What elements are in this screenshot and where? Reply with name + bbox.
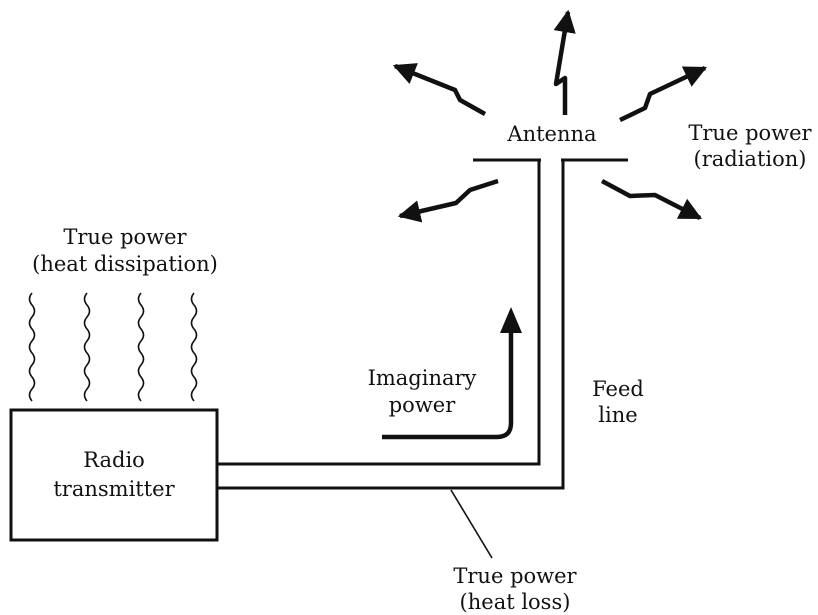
radiation-label-line1: True power	[688, 121, 812, 145]
zigzag-arrow-icon	[619, 65, 708, 123]
heat-loss-label-line1: True power	[453, 564, 577, 588]
radiation-label-line2: (radiation)	[693, 147, 807, 171]
feed-line-label-line2: line	[598, 403, 638, 427]
wavy-heat-line-icon	[190, 292, 198, 402]
imaginary-power-arrow-icon	[382, 332, 514, 440]
transmitter-label-line2: transmitter	[53, 477, 175, 501]
feed-line-conductor-inner	[217, 160, 541, 466]
zigzag-arrow-icon	[397, 178, 499, 223]
zigzag-arrow-icon	[553, 9, 576, 115]
feed-line-label-line1: Feed	[592, 377, 644, 401]
antenna-label: Antenna	[507, 122, 597, 146]
wavy-heat-line-icon	[28, 292, 36, 402]
feed-line-conductor-outer	[217, 160, 565, 490]
wavy-heat-line-icon	[83, 292, 91, 402]
heat-loss-leader	[450, 489, 493, 559]
zigzag-arrow-icon	[600, 179, 703, 221]
imaginary-power-label-line1: Imaginary	[367, 366, 477, 390]
transmitter-box	[9, 408, 219, 542]
imaginary-power-label-line2: power	[388, 393, 456, 417]
heat-loss-label-line2: (heat loss)	[459, 590, 571, 614]
heat-dissipation-label-line1: True power	[63, 225, 187, 249]
imaginary-power-arrowhead	[500, 307, 522, 333]
zigzag-arrow-icon	[392, 63, 487, 116]
heat-dissipation-label-line2: (heat dissipation)	[32, 252, 218, 276]
wavy-heat-line-icon	[137, 292, 145, 402]
transmitter-label-line1: Radio	[83, 448, 145, 472]
